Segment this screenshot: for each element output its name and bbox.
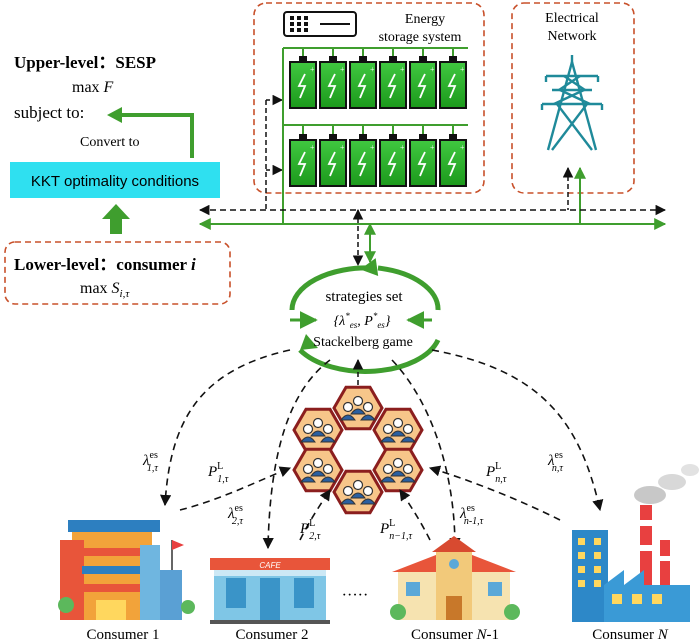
battery-icon: + (319, 48, 347, 109)
consumer-group-hex (332, 385, 384, 431)
electrical-network-label-line2: Network (548, 29, 597, 44)
consumer-2-label: Consumer 2 (236, 627, 309, 642)
subject-to-label: subject to: (14, 103, 84, 122)
lower-to-kkt-arrow-head (102, 204, 130, 219)
consumer-2-building-icon: CAFE (210, 558, 330, 624)
svg-text:+: + (400, 143, 405, 152)
people-icon (340, 395, 376, 421)
upper-objective: max F (72, 79, 114, 96)
electrical-network-label-line1: Electrical (545, 11, 599, 26)
stackelberg-game-label: Stackelberg game (313, 335, 413, 350)
energy-storage-block: Energy storage system + + + + + + + + + + + + (253, 2, 485, 224)
battery-icon: + (289, 48, 317, 109)
battery-icon: + (439, 48, 467, 109)
people-icon (380, 457, 416, 483)
stackelberg-game: strategies set {λ*es, P*es} Stackelberg … (289, 258, 441, 374)
battery-icon: + (349, 126, 377, 187)
upper-level-block: Upper-level：SESP max F subject to: Conve… (10, 53, 220, 234)
consumer-1-label: Consumer 1 (87, 627, 160, 642)
consumer-n-label: Consumer N (592, 627, 668, 642)
consumer-n1-building-icon (390, 536, 520, 620)
svg-text:+: + (430, 65, 435, 74)
battery-icon: + (439, 126, 467, 187)
battery-icon: + (379, 48, 407, 109)
convert-arrow-head (107, 107, 122, 123)
svg-text:+: + (370, 65, 375, 74)
battery-icon: + (319, 126, 347, 187)
consumer-group-hex (332, 469, 384, 515)
svg-text:+: + (340, 143, 345, 152)
cafe-sign: CAFE (259, 561, 281, 570)
electrical-network-block: Electrical Network (511, 2, 635, 224)
consumer-ellipsis: ····· (342, 587, 369, 604)
svg-text:+: + (430, 143, 435, 152)
upper-level-title: Upper-level：SESP (14, 53, 156, 72)
kkt-label: KKT optimality conditions (31, 173, 199, 190)
energy-storage-label-line1: Energy (405, 12, 445, 27)
people-icon (300, 417, 336, 443)
people-icon (340, 479, 376, 505)
convert-arrow (120, 113, 194, 158)
energy-storage-box (253, 2, 485, 194)
strategies-set-formula: {λ*es, P*es} (334, 311, 391, 330)
lower-to-kkt-arrow (110, 218, 122, 234)
consumer-labels: Consumer 1 Consumer 2 Consumer N-1 Consu… (87, 627, 669, 642)
svg-text:+: + (310, 65, 315, 74)
lower-objective: max Si,τ (80, 280, 130, 300)
svg-text:+: + (310, 143, 315, 152)
interaction-arrows (160, 349, 604, 550)
cycle-arrow-top (360, 258, 379, 276)
svg-text:+: + (460, 143, 465, 152)
svg-text:+: + (370, 143, 375, 152)
people-icon (380, 417, 416, 443)
strategies-set-label: strategies set (325, 289, 403, 305)
consumer-n-building-icon (572, 464, 699, 622)
consumer-group-hex (372, 447, 424, 493)
lower-level-title: Lower-level：consumer i (14, 255, 196, 274)
energy-storage-label-line2: storage system (379, 30, 462, 45)
consumer-1-building-icon (58, 520, 195, 620)
convert-to-label: Convert to (80, 135, 140, 150)
battery-icon: + (379, 126, 407, 187)
consumer-group-hex (292, 407, 344, 453)
battery-icon: + (289, 126, 317, 187)
electrical-network-box (511, 2, 635, 194)
server-icon (283, 11, 357, 37)
svg-text:+: + (460, 65, 465, 74)
cycle-arrow-bottom (300, 334, 318, 350)
consumer-hexagon-cluster (292, 385, 424, 515)
battery-icon: + (409, 126, 437, 187)
svg-text:+: + (340, 65, 345, 74)
battery-array: + + + + + + + + + + + + (289, 48, 467, 187)
consumer-n1-label: Consumer N-1 (411, 627, 499, 642)
svg-text:+: + (400, 65, 405, 74)
lower-level-box (4, 241, 231, 305)
kkt-box (10, 162, 220, 198)
consumer-group-hex (372, 407, 424, 453)
battery-icon: + (409, 48, 437, 109)
consumer-group-hex (292, 447, 344, 493)
transmission-tower-icon (540, 55, 604, 151)
people-icon (300, 457, 336, 483)
lower-level-block: Lower-level：consumer i max Si,τ (4, 241, 231, 305)
battery-icon: + (349, 48, 377, 109)
